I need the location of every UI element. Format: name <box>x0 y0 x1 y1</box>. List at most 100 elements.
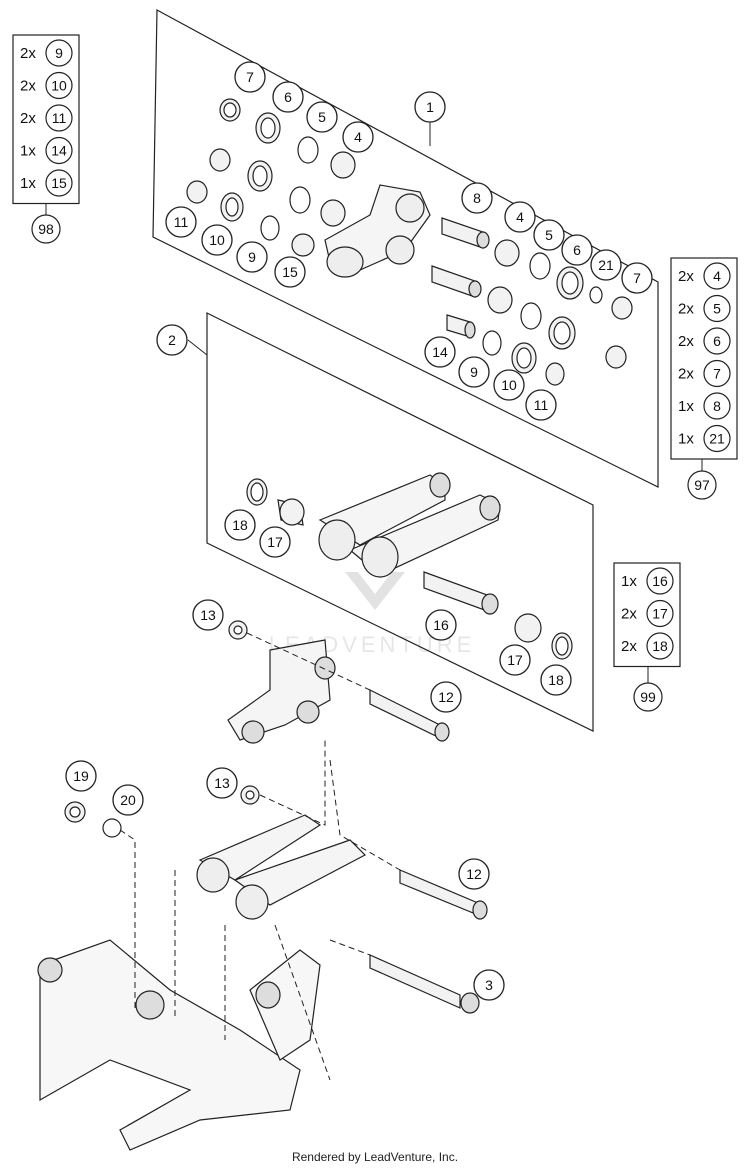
assembly-parts <box>37 620 488 1151</box>
callout-label: 3 <box>485 977 493 993</box>
kit-item-qty: 2x <box>20 45 36 62</box>
washer-part <box>102 818 122 838</box>
sleeve-part <box>431 265 476 298</box>
seal-part <box>186 180 208 204</box>
callout-10: 10 <box>201 224 233 256</box>
callout-21: 21 <box>590 249 622 281</box>
panel-2-parts <box>246 472 573 660</box>
bushing-part <box>291 233 315 257</box>
callout-4: 4 <box>504 201 536 233</box>
callout-label: 9 <box>470 364 478 380</box>
kit-item-qty: 2x <box>678 268 694 285</box>
callout-label: 2 <box>168 332 176 348</box>
bushing-part <box>514 613 542 643</box>
callout-12: 12 <box>458 858 490 890</box>
bolt-part <box>369 689 441 739</box>
kit-item-qty: 1x <box>678 398 694 415</box>
washer-part <box>482 330 502 356</box>
callout-label: 10 <box>209 232 225 248</box>
callout-label: 6 <box>284 89 292 105</box>
kit-item-part: 4 <box>713 268 721 284</box>
callout-17: 17 <box>499 644 531 676</box>
callout-10: 10 <box>493 369 525 401</box>
callout-17: 17 <box>259 526 291 558</box>
bolt-part <box>369 954 461 1009</box>
kit-id-label: 98 <box>38 221 54 237</box>
callout-label: 17 <box>267 534 283 550</box>
kit-item-qty: 2x <box>678 366 694 383</box>
kit-item-part: 17 <box>652 606 668 622</box>
callout-16: 16 <box>425 609 457 641</box>
callout-label: 12 <box>466 866 482 882</box>
bushing-part <box>320 199 346 227</box>
callout-12: 12 <box>430 681 462 713</box>
callout-9: 9 <box>236 241 268 273</box>
kit-item-part: 18 <box>652 638 668 654</box>
callout-label: 10 <box>501 377 517 393</box>
callout-label: 9 <box>248 249 256 265</box>
kit-item-part: 5 <box>713 301 721 317</box>
washer-part <box>520 302 542 330</box>
callout-11: 11 <box>525 389 557 421</box>
callout-label: 17 <box>507 652 523 668</box>
kit-item-part: 6 <box>713 333 721 349</box>
callout-label: 15 <box>282 264 298 280</box>
kit-item-part: 8 <box>713 398 721 414</box>
kit-item-part: 11 <box>52 110 67 126</box>
washer-part <box>297 136 319 164</box>
callout-18: 18 <box>540 664 572 696</box>
kit-item-part: 16 <box>652 573 668 589</box>
kit-id-label: 99 <box>640 689 656 705</box>
callout-label: 11 <box>174 214 189 230</box>
kit-item-qty: 2x <box>678 333 694 350</box>
callout-label: 13 <box>214 775 230 791</box>
seal-part <box>545 362 565 386</box>
kit-item-qty: 1x <box>678 431 694 448</box>
kit-box-99: 1x 16 2x 17 2x 18 99 <box>613 562 681 712</box>
callout-3: 3 <box>473 969 505 1001</box>
callout-1: 1 <box>414 91 446 123</box>
frame-part <box>39 939 301 1151</box>
callout-6: 6 <box>272 81 304 113</box>
kit-item-qty: 1x <box>20 175 36 192</box>
kit-item-qty: 1x <box>621 573 637 590</box>
callout-11: 11 <box>165 206 197 238</box>
callout-label: 11 <box>534 397 549 413</box>
bushing-part <box>494 239 520 267</box>
callout-label: 13 <box>200 607 216 623</box>
callout-label: 18 <box>548 672 564 688</box>
kit-item-qty: 2x <box>621 638 637 655</box>
callout-13: 13 <box>206 767 238 799</box>
callout-label: 7 <box>633 270 641 286</box>
callout-18: 18 <box>224 509 256 541</box>
callout-label: 20 <box>120 792 136 808</box>
kit-item-qty: 1x <box>20 143 36 160</box>
kit-item-part: 9 <box>55 45 63 61</box>
callout-label: 8 <box>473 190 481 206</box>
callout-15: 15 <box>274 256 306 288</box>
seal-part <box>209 148 231 172</box>
callout-5: 5 <box>306 101 338 133</box>
panel-1-parts <box>186 98 633 386</box>
callout-label: 18 <box>232 517 248 533</box>
callout-label: 5 <box>318 109 326 125</box>
kit-item-part: 10 <box>51 78 67 94</box>
callout-label: 4 <box>354 129 362 145</box>
callout-14: 14 <box>424 336 456 368</box>
washer-part <box>260 215 280 241</box>
kit-item-qty: 2x <box>621 606 637 623</box>
callout-label: 16 <box>433 617 449 633</box>
callout-label: 5 <box>545 227 553 243</box>
washer-part <box>529 252 551 280</box>
callout-label: 6 <box>573 242 581 258</box>
callout-9: 9 <box>458 356 490 388</box>
callout-8: 8 <box>461 182 493 214</box>
callout-7: 7 <box>234 61 266 93</box>
callout-label: 14 <box>432 344 448 360</box>
rocker-link-assembled <box>227 639 331 741</box>
seal-part <box>605 345 627 369</box>
